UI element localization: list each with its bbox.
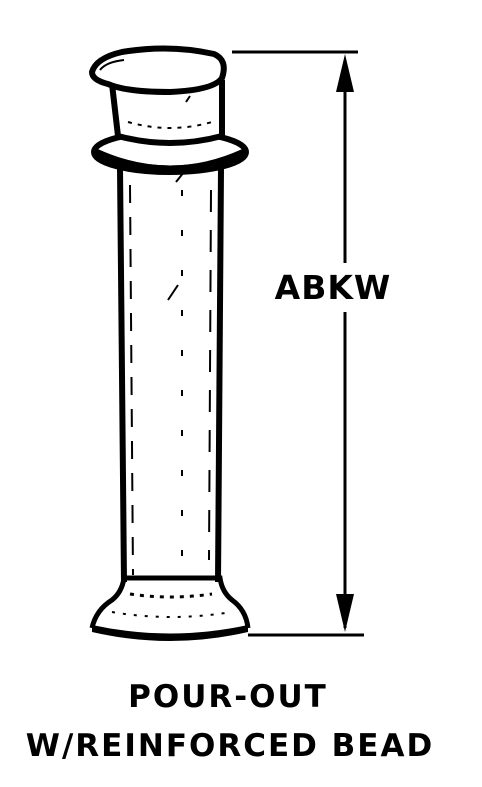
cylinder-base [89, 575, 251, 641]
dimension-arrow [336, 54, 354, 632]
dimension-extension-lines [232, 50, 364, 637]
dimension-label: ABKW [275, 268, 392, 307]
caption-line-2: W/REINFORCED BEAD [26, 728, 434, 764]
arrowhead-up-icon [336, 54, 354, 92]
arrowhead-down-icon [336, 594, 354, 632]
caption-line-1: POUR-OUT [128, 679, 328, 715]
cylinder-tube [117, 167, 224, 583]
pour-out-lip [88, 45, 227, 146]
